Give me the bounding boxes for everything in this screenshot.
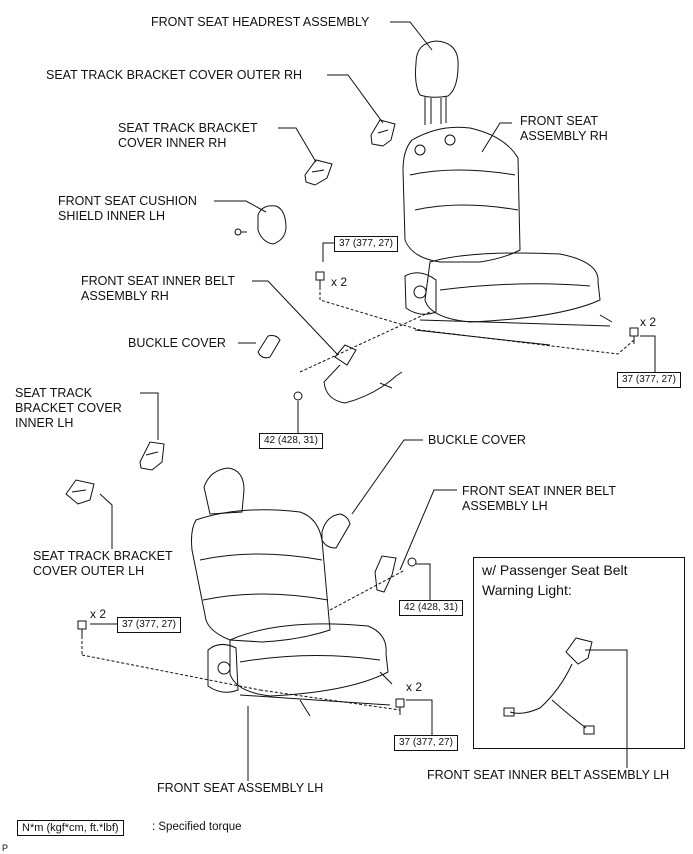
torque-box-rh-left: 37 (377, 27) [334,236,398,252]
inset-belt-drawing [503,637,595,735]
label-inner-belt-rh: FRONT SEAT INNER BELT ASSEMBLY RH [81,274,235,303]
corner-mark: P [2,843,9,853]
label-seat-lh: FRONT SEAT ASSEMBLY LH [157,781,324,795]
torque-box-nut-lh: 42 (428, 31) [399,600,463,616]
bolts [77,271,639,715]
track-cover-outer-lh-drawing [65,479,95,505]
torque-box-nut-rh: 42 (428, 31) [259,433,323,449]
cushion-shield-drawing [234,205,287,245]
torque-box-lh-left: 37 (377, 27) [117,617,181,633]
track-cover-outer-rh-drawing [370,119,396,147]
passenger-warning-inset: w/ Passenger Seat Belt Warning Light: [473,557,685,749]
torque-box-lh-right: 37 (377, 27) [394,735,458,751]
torque-legend-text: : Specified torque [152,821,242,833]
headrest-drawing [415,40,459,125]
label-inner-belt-inset: FRONT SEAT INNER BELT ASSEMBLY LH [427,768,670,782]
quantity-rh-left: x 2 [331,275,348,289]
seat-rh-drawing [402,126,613,346]
quantity-rh-right: x 2 [640,315,657,329]
label-inner-belt-lh: FRONT SEAT INNER BELT ASSEMBLY LH [462,484,616,513]
label-buckle-cover-lh: BUCKLE COVER [428,433,526,447]
inner-belt-rh-drawing [323,344,403,404]
label-track-cover-inner-rh: SEAT TRACK BRACKET COVER INNER RH [118,121,258,150]
leader-lines [99,21,628,781]
track-cover-inner-rh-drawing [304,159,333,186]
track-cover-inner-lh-drawing [139,441,165,471]
label-cushion-shield: FRONT SEAT CUSHION SHIELD INNER LH [58,194,197,223]
inner-belt-lh-drawing [374,555,397,593]
quantity-lh-right: x 2 [406,680,423,694]
label-headrest: FRONT SEAT HEADREST ASSEMBLY [151,15,370,29]
label-track-cover-inner-lh: SEAT TRACK BRACKET COVER INNER LH [15,386,122,430]
label-seat-rh: FRONT SEAT ASSEMBLY RH [520,114,608,143]
label-track-cover-outer-lh: SEAT TRACK BRACKET COVER OUTER LH [33,549,173,578]
buckle-cover-lh-drawing [321,513,351,549]
label-track-cover-outer-rh: SEAT TRACK BRACKET COVER OUTER RH [46,68,303,82]
torque-unit-legend: N*m (kgf*cm, ft.*lbf) [17,820,124,836]
torque-box-rh-right: 37 (377, 27) [617,372,681,388]
quantity-lh-left: x 2 [90,607,107,621]
seat-lh-drawing [191,467,393,717]
bolt-position-lines [81,282,635,711]
inset-title: w/ Passenger Seat Belt Warning Light: [482,562,628,598]
buckle-cover-rh-drawing [257,335,281,359]
label-buckle-cover-rh: BUCKLE COVER [128,336,226,350]
